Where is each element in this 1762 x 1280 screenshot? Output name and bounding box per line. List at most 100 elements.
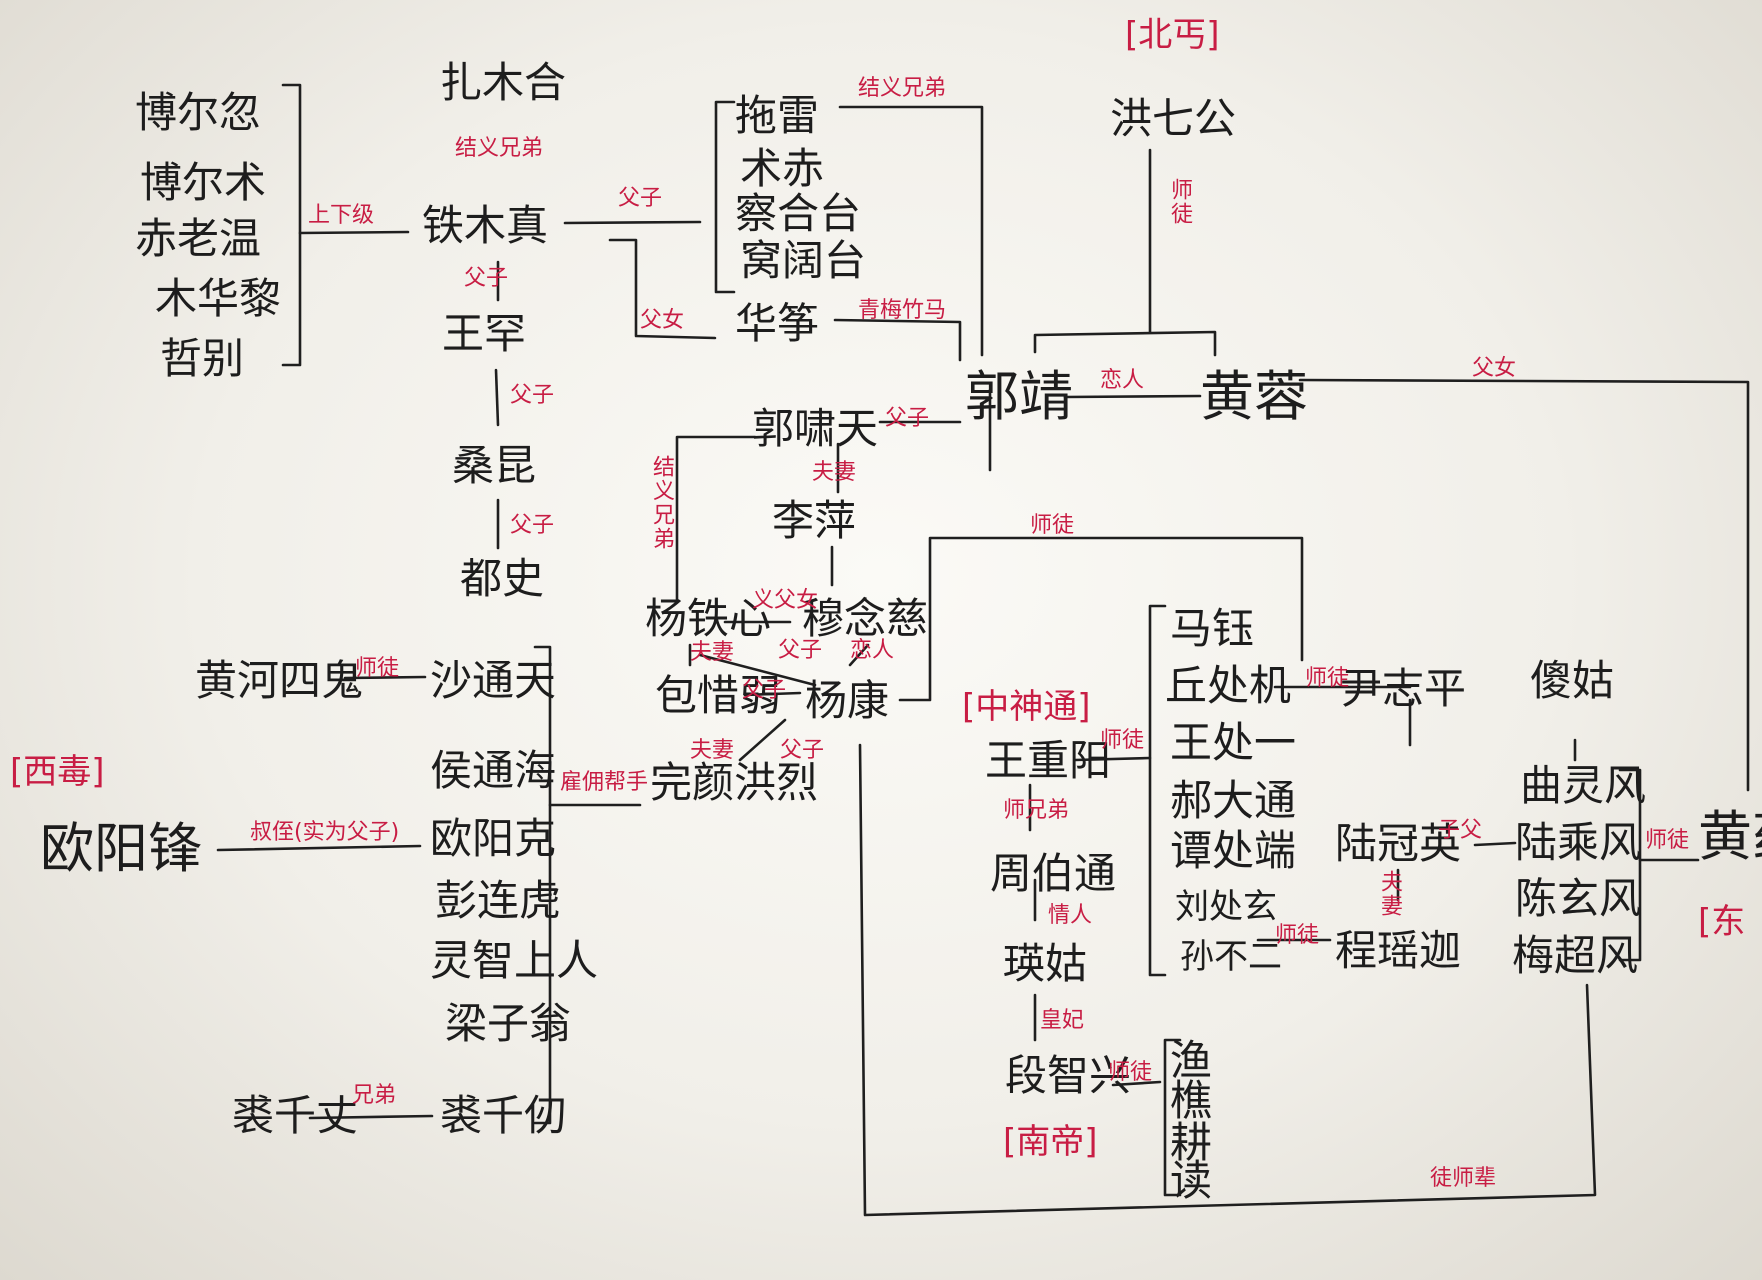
name-tiemuzhen: 铁木真 — [422, 201, 549, 250]
rel-qingmeizhuma: 青梅竹马 — [858, 298, 947, 323]
name-zhamuhe: 扎木合 — [440, 58, 567, 107]
group-south-emperor: [南帝] — [1003, 1122, 1098, 1162]
rel-jieyi-zhamuhe: 结义兄弟 — [455, 136, 544, 161]
name-muhuali: 木华黎 — [155, 274, 282, 323]
rel-shitu-yin: 师徒 — [1305, 666, 1350, 691]
name-yinzhiping: 尹志平 — [1340, 664, 1467, 713]
rel-shitu-sun: 师徒 — [1275, 923, 1320, 948]
name-chenxuanfeng: 陈玄风 — [1515, 874, 1642, 923]
rel-jieyi-guoyang: 结义兄弟 — [649, 455, 674, 551]
rel-shitu-duan: 师徒 — [1108, 1060, 1153, 1085]
name-wokuotai: 窝阔台 — [740, 236, 867, 285]
rel-shushi: 叔侄(实为父子) — [250, 820, 400, 845]
name-hongqigong: 洪七公 — [1110, 94, 1237, 143]
name-guojing: 郭靖 — [965, 365, 1073, 428]
name-wanghan: 王罕 — [442, 309, 527, 358]
rel-zifu: 子父 — [1438, 818, 1483, 843]
rel-fuzi-wanghan: 父子 — [464, 266, 509, 291]
rel-lianren-yangmu: 恋人 — [850, 638, 895, 663]
name-borhu: 博尔忽 — [135, 88, 262, 137]
name-chahetai: 察合台 — [735, 189, 862, 238]
rel-fuzi-yangkang: 父子 — [778, 638, 823, 663]
name-guoxiaotian: 郭啸天 — [752, 404, 879, 453]
name-zhoubotong: 周伯通 — [990, 849, 1117, 898]
name-liping: 李萍 — [772, 496, 857, 545]
rel-feizi: 皇妃 — [1040, 1008, 1085, 1033]
rel-fuzi-guojing: 父子 — [885, 406, 930, 431]
rel-funv-huangrong: 父女 — [1472, 356, 1517, 381]
name-qiuchuji: 丘处机 — [1165, 661, 1292, 710]
rel-fuqi-cheng: 夫妻 — [1377, 870, 1402, 918]
rel-lianren-guohuang: 恋人 — [1100, 368, 1145, 393]
group-west-venom: [西毒] — [10, 752, 105, 792]
group-north-beggar: [北丐] — [1125, 15, 1220, 55]
name-yinggu: 瑛姑 — [1003, 939, 1088, 988]
rel-qingren: 情人 — [1048, 903, 1093, 928]
rel-tushi: 徒师辈 — [1430, 1166, 1497, 1191]
rel-funv-huazheng: 父女 — [640, 308, 685, 333]
rel-shitu-yangkang: 师徒 — [1030, 513, 1075, 538]
name-sangkun: 桑昆 — [452, 441, 537, 490]
name-tanchuduan: 谭处端 — [1170, 826, 1297, 875]
name-boershu: 博尔术 — [140, 158, 267, 207]
name-wanyanhonglie: 完颜洪烈 — [650, 758, 819, 807]
name-yangkang: 杨康 — [805, 676, 890, 725]
name-qiuqianren: 裘千仞 — [440, 1091, 567, 1140]
rel-fuzi-wanyan: 父子 — [780, 738, 825, 763]
name-yu: 渔 — [1170, 1036, 1213, 1085]
name-mayu: 马钰 — [1170, 604, 1255, 653]
name-penglianhu: 彭连虎 — [435, 876, 562, 925]
rel-fuqi-yangbao: 夫妻 — [690, 640, 735, 665]
rel-shitu-huang: 师徒 — [1645, 828, 1690, 853]
name-huangrong: 黄蓉 — [1200, 365, 1308, 428]
name-geng: 耕 — [1170, 1118, 1213, 1167]
name-huazheng: 华筝 — [735, 299, 820, 348]
name-liuchuxuan: 刘处玄 — [1175, 887, 1277, 927]
rel-shangxiaji: 上下级 — [308, 203, 375, 228]
rel-zhaolan: 雇佣帮手 — [560, 770, 649, 795]
rel-shitu-wang: 师徒 — [1100, 728, 1145, 753]
rel-shitu-qigong: 师徒 — [1167, 178, 1192, 226]
name-chengyaojia: 程瑶迦 — [1335, 926, 1462, 975]
name-ouyangke: 欧阳克 — [430, 814, 557, 863]
name-houtonghai: 侯通海 — [430, 746, 557, 795]
rel-fuzi-dushi: 父子 — [510, 513, 555, 538]
name-liangziweng: 梁子翁 — [445, 999, 572, 1048]
name-ouyangfeng: 欧阳锋 — [40, 817, 202, 880]
name-qiao: 樵 — [1170, 1076, 1213, 1125]
name-shatongtian: 沙通天 — [430, 656, 557, 705]
name-luchengfeng: 陆乘风 — [1515, 818, 1642, 867]
name-lingzhishangren: 灵智上人 — [430, 936, 599, 985]
rel-xiongdi-qiu: 兄弟 — [352, 1083, 397, 1108]
rel-jieyi-tuolei: 结义兄弟 — [858, 76, 947, 101]
name-chilaowen: 赤老温 — [135, 214, 262, 263]
name-huangyaoshi: 黄药 — [1698, 805, 1762, 868]
name-baoxiruo: 包惜弱 — [655, 671, 782, 720]
name-duanzhixing: 段智兴 — [1005, 1051, 1132, 1100]
name-dushi: 都史 — [460, 554, 545, 603]
rel-yinu: 义父女 — [752, 588, 819, 613]
name-zhebie: 哲别 — [160, 334, 245, 383]
name-shagu: 傻姑 — [1530, 656, 1615, 705]
name-haodatong: 郝大通 — [1170, 776, 1297, 825]
name-sunbuer: 孙不二 — [1180, 937, 1282, 977]
name-shuchi: 术赤 — [740, 144, 825, 193]
name-huanghesigui: 黄河四鬼 — [195, 656, 364, 705]
name-qulingfeng: 曲灵风 — [1520, 761, 1647, 810]
rel-shixiongdi: 师兄弟 — [1003, 798, 1070, 823]
rel-fuqi-guoli: 夫妻 — [812, 460, 857, 485]
name-meichaofeng: 梅超风 — [1512, 931, 1639, 980]
name-qiuqianzhang: 裘千丈 — [232, 1091, 359, 1140]
rel-fuzi-sangkun: 父子 — [510, 383, 555, 408]
name-tuolei: 拖雷 — [735, 91, 820, 140]
name-wangchuyi: 王处一 — [1170, 718, 1297, 767]
name-du: 读 — [1170, 1156, 1213, 1205]
rel-shitu-huanghe: 师徒 — [355, 656, 400, 681]
name-luguanying: 陆冠英 — [1335, 819, 1462, 868]
group-east-heretic: [东 — [1698, 902, 1746, 942]
rel-fuqi-wanyan: 夫妻 — [690, 738, 735, 763]
name-munianci: 穆念慈 — [802, 594, 929, 643]
rel-fuzi-sons: 父子 — [618, 186, 663, 211]
